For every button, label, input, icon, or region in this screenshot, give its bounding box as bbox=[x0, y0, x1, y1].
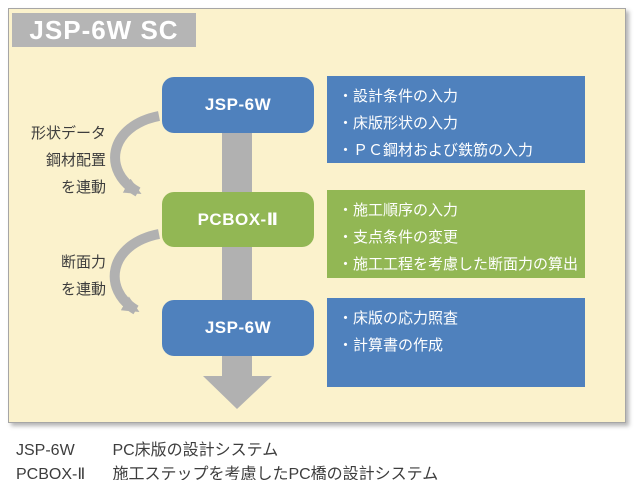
link-label-line: 断面力 bbox=[60, 254, 106, 271]
flow-node-jsp6w-design: JSP-6W bbox=[162, 77, 314, 133]
curved-link-arrow-2-icon bbox=[109, 229, 161, 315]
link-label-line: を連動 bbox=[60, 281, 106, 298]
detail-line: ・床版の応力照査 bbox=[338, 310, 459, 327]
legend-row: JSP-6W PC床版の設計システム bbox=[16, 436, 278, 460]
link-label-shape-data: 形状データ 鋼材配置 を連動 bbox=[16, 120, 106, 201]
link-label-line: 形状データ bbox=[30, 125, 106, 142]
detail-box-jsp6w-check: ・床版の応力照査 ・計算書の作成 bbox=[327, 298, 585, 387]
detail-box-pcbox2: ・施工順序の入力 ・支点条件の変更 ・施工工程を考慮した断面力の算出 bbox=[327, 190, 585, 278]
detail-line: ・施工順序の入力 bbox=[338, 202, 459, 219]
detail-box-jsp6w-design: ・設計条件の入力 ・床版形状の入力 ・ＰＣ鋼材および鉄筋の入力 bbox=[327, 76, 585, 163]
curved-link-arrow-1-icon bbox=[110, 111, 161, 197]
detail-line: ・ＰＣ鋼材および鉄筋の入力 bbox=[338, 142, 534, 159]
legend-desc: 施工ステップを考慮したPC橋の設計システム bbox=[112, 466, 439, 480]
legend-term: PCBOX-Ⅱ bbox=[16, 466, 86, 480]
legend-term: JSP-6W bbox=[16, 442, 75, 459]
flow-node-pcbox2: PCBOX-Ⅱ bbox=[162, 192, 314, 247]
link-label-line: を連動 bbox=[60, 179, 106, 196]
link-label-section-force: 断面力 を連動 bbox=[16, 249, 106, 303]
flow-node-jsp6w-check: JSP-6W bbox=[162, 300, 314, 356]
diagram-title: JSP-6W SC bbox=[12, 13, 196, 47]
detail-line: ・施工工程を考慮した断面力の算出 bbox=[338, 256, 579, 273]
legend-desc: PC床版の設計システム bbox=[112, 442, 279, 459]
detail-line: ・設計条件の入力 bbox=[338, 88, 459, 105]
detail-line: ・床版形状の入力 bbox=[338, 115, 459, 132]
detail-line: ・支点条件の変更 bbox=[338, 229, 459, 246]
link-label-line: 鋼材配置 bbox=[45, 152, 106, 169]
legend-row: PCBOX-Ⅱ 施工ステップを考慮したPC橋の設計システム bbox=[16, 460, 438, 480]
down-arrow-icon bbox=[203, 110, 272, 409]
detail-line: ・計算書の作成 bbox=[338, 337, 444, 354]
